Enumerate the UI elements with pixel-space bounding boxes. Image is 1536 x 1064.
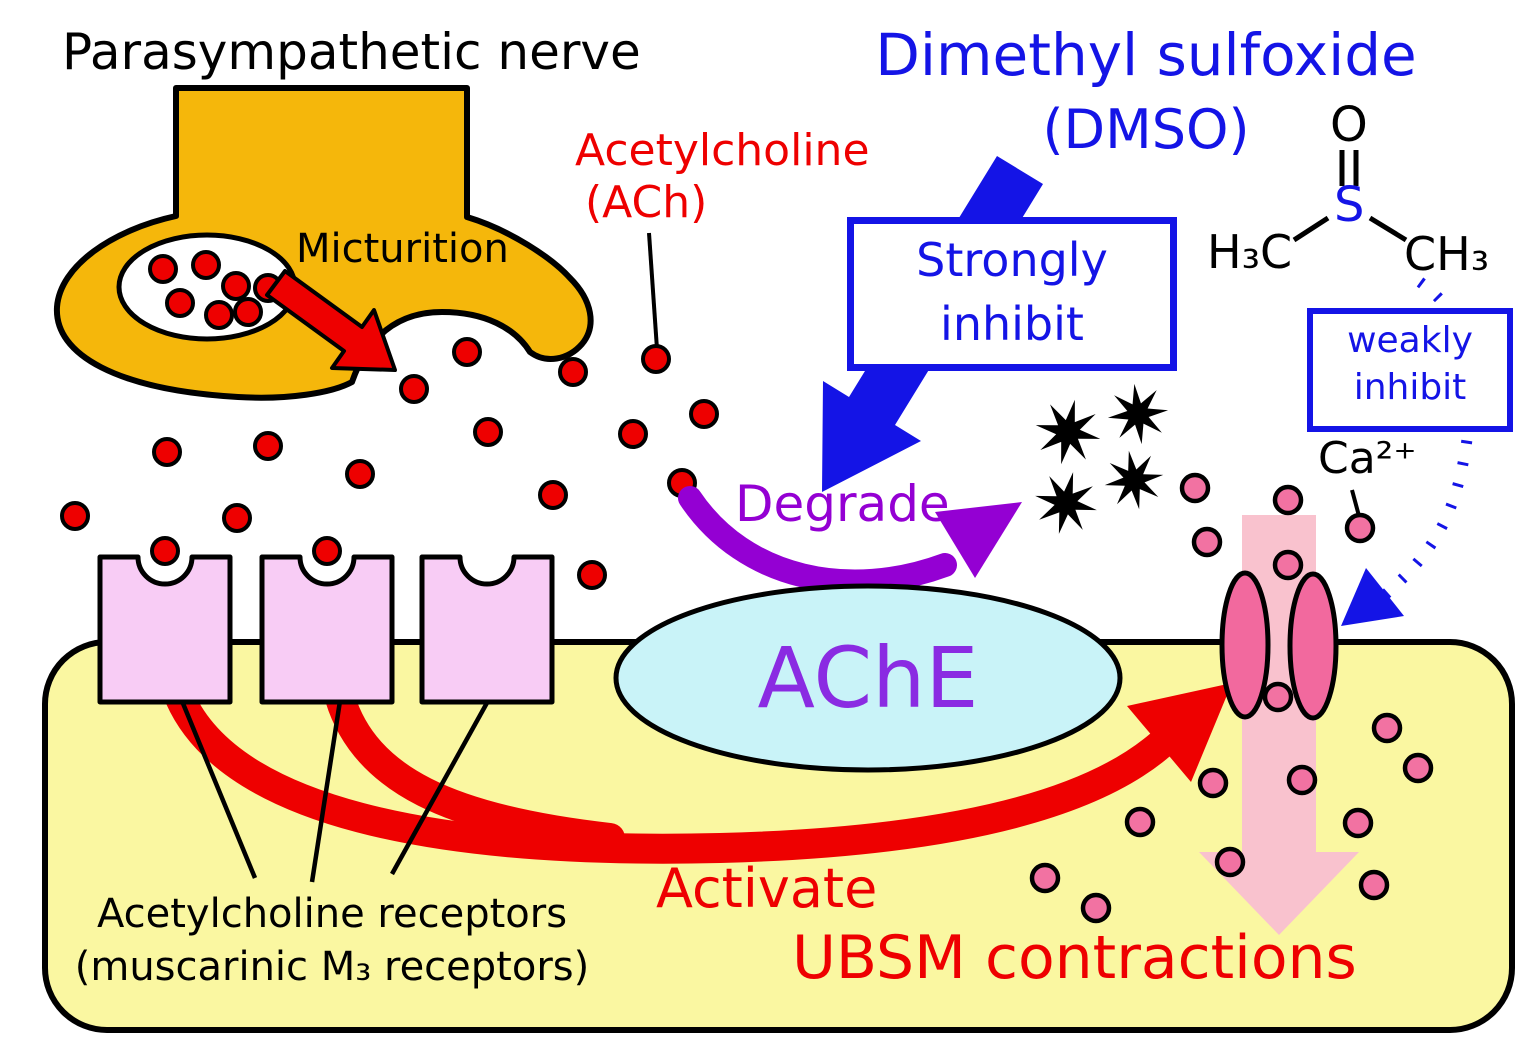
degrade-label: Degrade bbox=[735, 475, 950, 533]
receptor-label-pointer-lines bbox=[179, 699, 490, 883]
receptor-label-line1: Acetylcholine receptors bbox=[96, 891, 568, 937]
dmso-atom-sulfur: S bbox=[1334, 177, 1365, 233]
micturition-label: Micturition bbox=[296, 226, 509, 272]
calcium-label-pointer-line bbox=[1350, 489, 1361, 517]
activate-arrow-branch-1 bbox=[165, 683, 1175, 864]
ache-enzyme-label: AChE bbox=[757, 629, 979, 727]
ubsm-contractions-label: UBSM contractions bbox=[792, 923, 1357, 993]
calcium-label: Ca²⁺ bbox=[1318, 433, 1417, 484]
muscarinic-receptor-2 bbox=[259, 554, 395, 705]
activate-arrowhead bbox=[1127, 683, 1232, 782]
vesicle-ach-dots bbox=[148, 250, 283, 330]
ach-label-pointer-line bbox=[647, 232, 659, 350]
ach-molecule-dots bbox=[60, 337, 719, 590]
micturition-release-arrow bbox=[265, 269, 397, 372]
acetylcholine-label-line1: Acetylcholine bbox=[575, 125, 870, 176]
dmso-title-line2: (DMSO) bbox=[1042, 98, 1250, 162]
acetylcholine-label-line2: (ACh) bbox=[585, 177, 708, 228]
ache-enzyme-ellipse bbox=[613, 583, 1123, 773]
weakly-inhibit-box: weakly inhibit bbox=[1307, 308, 1513, 432]
strongly-inhibit-box: Strongly inhibit bbox=[847, 217, 1177, 371]
activate-arrow-branch-2 bbox=[325, 683, 625, 853]
degraded-ach-stars bbox=[1022, 371, 1181, 547]
dmso-title: Dimethyl sulfoxide (DMSO) bbox=[846, 16, 1446, 167]
strongly-inhibit-line2: inhibit bbox=[940, 297, 1084, 352]
muscarinic-receptors bbox=[97, 554, 555, 705]
calcium-channel bbox=[1219, 570, 1339, 721]
dmso-group-h3c: H₃C bbox=[1207, 225, 1293, 279]
weakly-inhibit-line2: inhibit bbox=[1353, 366, 1467, 408]
receptor-label: Acetylcholine receptors (muscarinic M₃ r… bbox=[28, 888, 636, 994]
dmso-atom-oxygen: O bbox=[1330, 97, 1368, 153]
dmso-group-ch3: CH₃ bbox=[1404, 227, 1490, 281]
receptor-label-line2: (muscarinic M₃ receptors) bbox=[74, 943, 590, 990]
calcium-ion-dots bbox=[1029, 472, 1434, 924]
receptor-bound-ach-dots bbox=[150, 536, 342, 566]
weakly-inhibit-arrowhead bbox=[1341, 568, 1404, 626]
muscarinic-receptor-3 bbox=[419, 554, 555, 705]
muscarinic-receptor-1 bbox=[97, 554, 233, 705]
parasympathetic-nerve-label: Parasympathetic nerve bbox=[62, 23, 641, 81]
weakly-inhibit-line1: weakly bbox=[1347, 320, 1473, 361]
activate-label: Activate bbox=[656, 857, 878, 920]
degrade-arrowhead bbox=[935, 502, 1022, 578]
dmso-title-line1: Dimethyl sulfoxide bbox=[875, 21, 1417, 89]
dmso-structure-bonds bbox=[1292, 150, 1408, 243]
strongly-inhibit-line1: Strongly bbox=[916, 233, 1108, 287]
degrade-arrow bbox=[678, 486, 957, 594]
